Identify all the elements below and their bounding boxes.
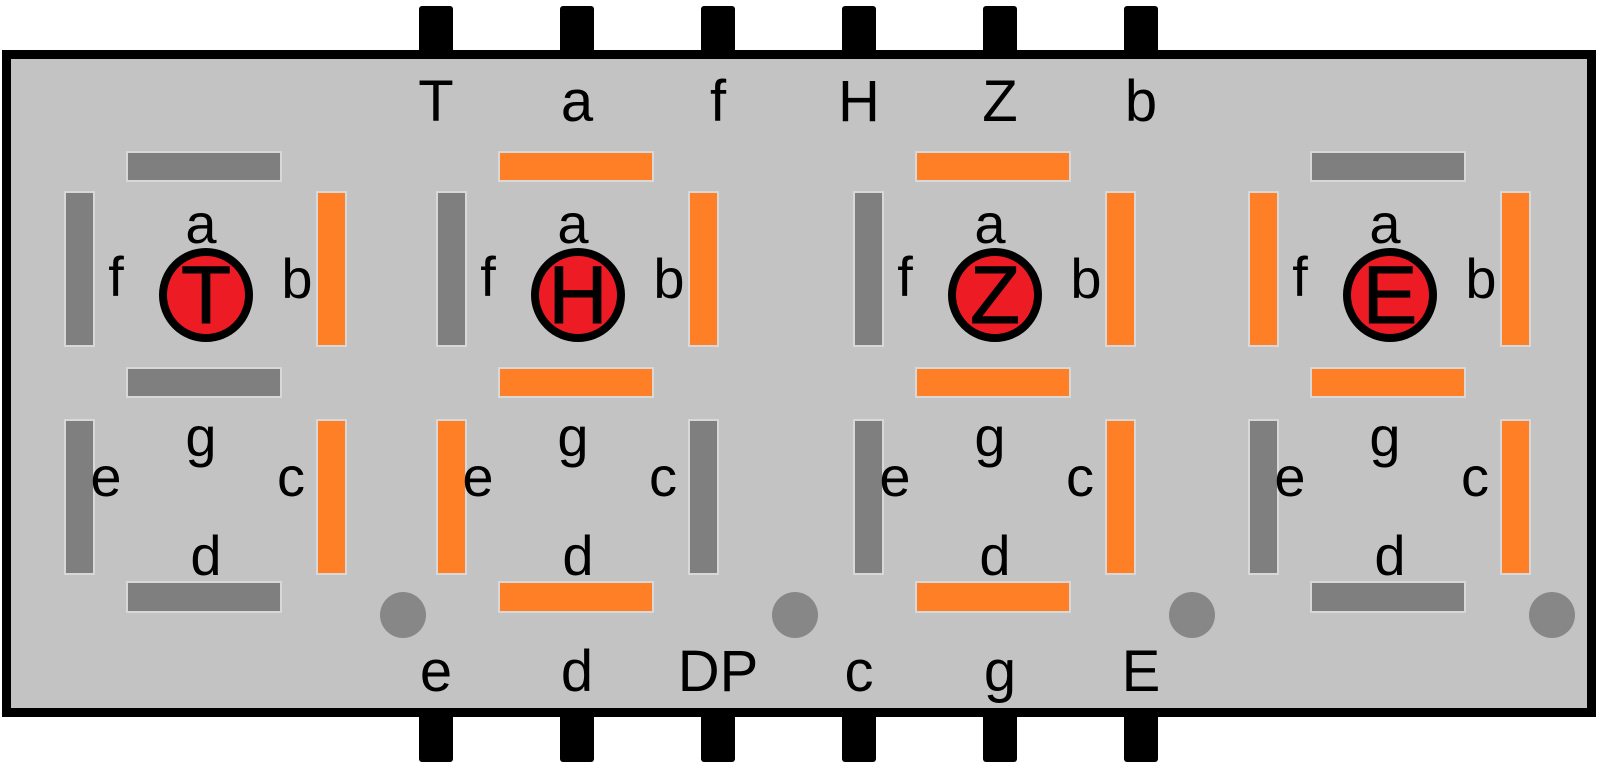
segment-e-digit-1 <box>66 421 93 573</box>
segment-label-b-digit-2: b <box>653 247 685 310</box>
segment-b-digit-2 <box>690 193 717 345</box>
pin-label-bottom-d: d <box>560 639 594 704</box>
pin-label-top-b: b <box>1124 69 1158 134</box>
pin-label-top-H: H <box>838 69 880 134</box>
segment-label-f-digit-3: f <box>897 245 913 308</box>
pin-top-f <box>701 6 735 58</box>
segment-label-a-digit-4: a <box>1369 192 1401 255</box>
segment-label-c-digit-4: c <box>1461 445 1489 508</box>
segment-g-digit-2 <box>500 369 652 396</box>
segment-label-a-digit-3: a <box>974 192 1006 255</box>
segment-g-digit-3 <box>917 369 1069 396</box>
segment-c-digit-3 <box>1107 421 1134 573</box>
segment-f-digit-3 <box>855 193 882 345</box>
segment-label-c-digit-2: c <box>649 445 677 508</box>
segment-label-e-digit-1: e <box>90 445 122 508</box>
segment-label-f-digit-4: f <box>1292 245 1308 308</box>
decimal-point-dot-digit-4 <box>1529 592 1575 638</box>
pin-label-top-f: f <box>709 69 727 134</box>
segment-a-digit-4 <box>1312 153 1464 180</box>
segment-a-digit-3 <box>917 153 1069 180</box>
segment-label-d-digit-2: d <box>562 524 594 587</box>
pin-top-Z <box>983 6 1017 58</box>
segment-label-g-digit-3: g <box>974 405 1006 468</box>
pin-label-top-T: T <box>418 69 454 134</box>
decimal-point-dot-digit-3 <box>1169 592 1215 638</box>
pin-top-H <box>842 6 876 58</box>
segment-e-digit-2 <box>438 421 465 573</box>
segment-f-digit-1 <box>66 193 93 345</box>
pin-top-T <box>419 6 453 58</box>
pin-label-top-a: a <box>560 69 594 134</box>
segment-label-b-digit-4: b <box>1465 247 1497 310</box>
digit-marker-circle-H <box>531 248 625 342</box>
segment-g-digit-1 <box>128 369 280 396</box>
segment-label-g-digit-4: g <box>1369 405 1401 468</box>
decimal-point-dot-digit-2 <box>772 592 818 638</box>
segment-d-digit-1 <box>128 583 280 611</box>
pin-label-bottom-c: c <box>844 639 874 704</box>
segment-g-digit-4 <box>1312 369 1464 396</box>
segment-a-digit-2 <box>500 153 652 180</box>
segment-label-d-digit-1: d <box>190 524 222 587</box>
pin-top-b <box>1124 6 1158 58</box>
segment-d-digit-4 <box>1312 583 1464 611</box>
digit-marker-letter-H: H <box>548 250 608 341</box>
segment-label-b-digit-3: b <box>1070 247 1102 310</box>
pin-bottom-d <box>560 708 594 762</box>
segment-e-digit-3 <box>855 421 882 573</box>
segment-label-c-digit-1: c <box>277 445 305 508</box>
segment-f-digit-4 <box>1250 193 1277 345</box>
pin-bottom-e <box>419 708 453 762</box>
segment-label-f-digit-1: f <box>108 245 124 308</box>
digit-marker-circle-Z <box>948 248 1042 342</box>
segment-f-digit-2 <box>438 193 465 345</box>
pin-bottom-g <box>983 708 1017 762</box>
segment-label-d-digit-4: d <box>1374 524 1406 587</box>
segment-label-c-digit-3: c <box>1066 445 1094 508</box>
digit-marker-letter-Z: Z <box>969 250 1021 341</box>
segment-label-a-digit-2: a <box>557 192 589 255</box>
decimal-point-dot-digit-1 <box>380 592 426 638</box>
segment-label-f-digit-2: f <box>480 245 496 308</box>
pin-label-bottom-g: g <box>983 639 1017 704</box>
digit-marker-letter-T: T <box>180 250 232 341</box>
pin-bottom-DP <box>701 708 735 762</box>
segment-e-digit-4 <box>1250 421 1277 573</box>
pin-label-bottom-E: E <box>1121 639 1161 704</box>
segment-label-d-digit-3: d <box>979 524 1011 587</box>
segment-d-digit-2 <box>500 583 652 611</box>
segment-label-g-digit-2: g <box>557 405 589 468</box>
pin-label-bottom-DP: DP <box>677 639 759 704</box>
digit-marker-circle-T <box>159 248 253 342</box>
pin-bottom-E <box>1124 708 1158 762</box>
pin-bottom-c <box>842 708 876 762</box>
pin-label-bottom-e: e <box>419 639 453 704</box>
segment-b-digit-1 <box>318 193 345 345</box>
digit-marker-letter-E: E <box>1362 250 1418 341</box>
segment-c-digit-1 <box>318 421 345 573</box>
segment-label-b-digit-1: b <box>281 247 313 310</box>
segment-label-e-digit-4: e <box>1274 445 1306 508</box>
segment-label-a-digit-1: a <box>185 192 217 255</box>
pin-label-top-Z: Z <box>982 69 1018 134</box>
segment-a-digit-1 <box>128 153 280 180</box>
segment-b-digit-4 <box>1502 193 1529 345</box>
segment-label-e-digit-2: e <box>462 445 494 508</box>
segment-d-digit-3 <box>917 583 1069 611</box>
pin-top-a <box>560 6 594 58</box>
segment-label-g-digit-1: g <box>185 405 217 468</box>
segment-c-digit-4 <box>1502 421 1529 573</box>
segment-b-digit-3 <box>1107 193 1134 345</box>
digit-marker-circle-E <box>1343 248 1437 342</box>
segment-c-digit-2 <box>690 421 717 573</box>
segment-label-e-digit-3: e <box>879 445 911 508</box>
